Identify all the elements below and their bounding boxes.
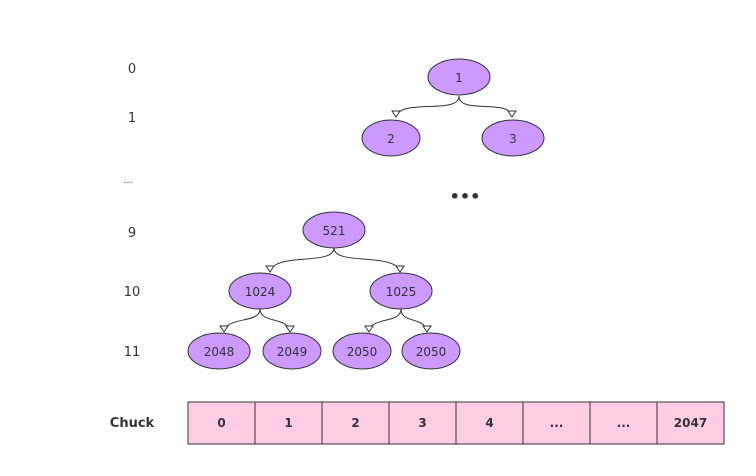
tree-node: 2048	[187, 332, 251, 370]
node-label: 2049	[277, 345, 308, 359]
level-label-0: 0	[128, 62, 136, 77]
chunk-cell-box	[321, 401, 390, 445]
level-labels: 0 1 ... 9 10 11	[123, 62, 140, 360]
tree-top: 1 2 3	[361, 58, 545, 157]
arrow-head-top-1-2	[391, 110, 401, 118]
chunk-cell-box	[656, 401, 725, 445]
level-label-ellipsis: ...	[123, 175, 133, 186]
edge-top-1-3	[458, 95, 513, 118]
node-ellipse	[361, 119, 421, 157]
node-ellipse	[187, 332, 251, 370]
node-ellipse	[262, 332, 322, 370]
node-ellipse	[228, 272, 292, 310]
chunk-cell: 2	[321, 401, 390, 445]
tree-node: 2049	[262, 332, 322, 370]
chunk-cell-label: ...	[617, 416, 631, 430]
edge-bottom-1024-2049	[259, 308, 291, 333]
edge-bottom-1025-2050a	[368, 308, 402, 333]
chunk-cell: 0	[187, 401, 256, 445]
tree-node: 2050	[332, 332, 392, 370]
node-ellipse	[332, 332, 392, 370]
tree-node: 521	[302, 211, 366, 249]
chunk-cell-label: 3	[418, 416, 426, 430]
tree-node: 1024	[228, 272, 292, 310]
edge-bottom-1024-2048	[223, 308, 261, 333]
node-label: 2050	[347, 345, 378, 359]
chunk-cell: 2047	[656, 401, 725, 445]
edge-bottom-521-1024	[269, 247, 335, 273]
node-ellipse	[369, 272, 433, 310]
node-label: 1025	[386, 285, 417, 299]
tree-node: 3	[481, 119, 545, 157]
level-label-9: 9	[128, 226, 136, 241]
edge-bottom-1025-2050b	[400, 308, 428, 333]
chunk-cell: 4	[455, 401, 524, 445]
chunk-cell-box	[388, 401, 457, 445]
arrow-head-bottom-521-1025	[395, 265, 405, 273]
level-label-1: 1	[128, 111, 136, 126]
edge-bottom-521-1025	[333, 247, 401, 273]
chunk-cell: ...	[522, 401, 591, 445]
arrow-head-top-1-3	[507, 110, 517, 118]
chunk-cells: 0 1 2 3 4 ... ... 2047	[187, 401, 725, 445]
arrow-head-bottom-521-1024	[265, 265, 275, 273]
tree-node: 1	[427, 58, 491, 96]
tree-node: 2	[361, 119, 421, 157]
chunk-cell-label: 0	[217, 416, 225, 430]
chunk-cell: ...	[589, 401, 658, 445]
node-ellipse	[401, 332, 461, 370]
node-label: 2050	[416, 345, 447, 359]
chunk-title: Chuck	[110, 416, 155, 431]
node-ellipse	[481, 119, 545, 157]
tree-node: 2050	[401, 332, 461, 370]
arrow-head-bottom-1025-2050a	[364, 325, 374, 333]
chunk-cell: 1	[254, 401, 323, 445]
arrow-head-bottom-1024-2048	[219, 325, 229, 333]
chunk-cell-label: 2	[351, 416, 359, 430]
chunk-cell: 3	[388, 401, 457, 445]
level-label-11: 11	[124, 345, 141, 360]
node-ellipse	[427, 58, 491, 96]
tree-bottom: 521 1024 1025 2048 2049 2050 2050	[187, 211, 461, 370]
node-label: 2	[387, 132, 395, 146]
tree-ellipsis: •••	[450, 187, 481, 206]
level-label-10: 10	[124, 285, 141, 300]
chunk-cell-label: 4	[485, 416, 493, 430]
chunk-cell-box	[455, 401, 524, 445]
chunk-cell-box	[522, 401, 591, 445]
chunk-cell-label: 2047	[674, 416, 707, 430]
node-ellipse	[302, 211, 366, 249]
chunk-cell-label: ...	[550, 416, 564, 430]
node-label: 1024	[245, 285, 276, 299]
arrow-head-bottom-1024-2049	[285, 325, 295, 333]
node-label: 521	[323, 224, 346, 238]
arrow-head-bottom-1025-2050b	[422, 325, 432, 333]
chunk-cell-box	[589, 401, 658, 445]
chunk-cell-label: 1	[284, 416, 292, 430]
node-label: 1	[455, 71, 463, 85]
edge-top-1-2	[395, 95, 460, 118]
node-label: 3	[509, 132, 517, 146]
node-label: 2048	[204, 345, 235, 359]
tree-node: 1025	[369, 272, 433, 310]
